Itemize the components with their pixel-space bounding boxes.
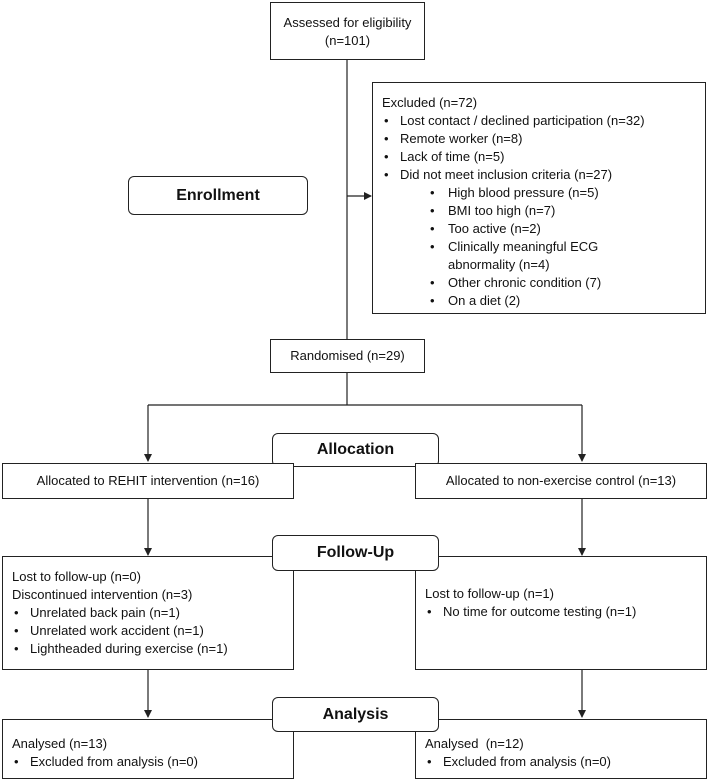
analysis-left-list: Excluded from analysis (n=0) (12, 753, 287, 771)
list-item: Excluded from analysis (n=0) (425, 753, 700, 771)
list-item: Remote worker (n=8) (382, 130, 699, 148)
followup-left-line: Discontinued intervention (n=3) (12, 587, 193, 602)
list-item: No time for outcome testing (n=1) (425, 603, 700, 621)
list-item: Excluded from analysis (n=0) (12, 753, 287, 771)
list-item: Unrelated back pain (n=1) (12, 604, 287, 622)
list-item: Too active (n=2) (382, 220, 662, 238)
assessed-label: Assessed for eligibility (283, 15, 412, 30)
stage-enrollment: Enrollment (128, 176, 308, 215)
stage-analysis: Analysis (272, 697, 439, 732)
list-item: Did not meet inclusion criteria (n=27) (382, 166, 699, 184)
excluded-list: Lost contact / declined participation (n… (382, 112, 699, 184)
list-item: Other chronic condition (7) (382, 274, 662, 292)
excluded-title: Excluded (n=72) (382, 95, 478, 110)
stage-followup: Follow-Up (272, 535, 439, 571)
list-item: Lost contact / declined participation (n… (382, 112, 699, 130)
excluded-sublist: High blood pressure (n=5) BMI too high (… (382, 184, 662, 310)
assessed-box: Assessed for eligibility (n=101) (270, 2, 425, 60)
followup-right-list: No time for outcome testing (n=1) (425, 603, 700, 621)
list-item: Clinically meaningful ECG abnormality (n… (382, 238, 662, 274)
followup-right-line: Lost to follow-up (n=1) (425, 586, 554, 601)
stage-allocation: Allocation (272, 433, 439, 467)
list-item: Unrelated work accident (n=1) (12, 622, 287, 640)
analysis-left-box: Analysed (n=13) Excluded from analysis (… (2, 719, 294, 779)
analysis-right-list: Excluded from analysis (n=0) (425, 753, 700, 771)
list-item: Lack of time (n=5) (382, 148, 699, 166)
excluded-box: Excluded (n=72) Lost contact / declined … (372, 82, 706, 314)
allocated-left-box: Allocated to REHIT intervention (n=16) (2, 463, 294, 499)
list-item: High blood pressure (n=5) (382, 184, 662, 202)
allocated-right-box: Allocated to non-exercise control (n=13) (415, 463, 707, 499)
list-item: BMI too high (n=7) (382, 202, 662, 220)
randomised-box: Randomised (n=29) (270, 339, 425, 373)
followup-right-box: Lost to follow-up (n=1) No time for outc… (415, 556, 707, 670)
assessed-count: (n=101) (324, 33, 371, 48)
list-item: On a diet (2) (382, 292, 662, 310)
analysis-right-box: Analysed (n=12) Excluded from analysis (… (415, 719, 707, 779)
followup-left-line: Lost to follow-up (n=0) (12, 569, 141, 584)
followup-left-list: Unrelated back pain (n=1) Unrelated work… (12, 604, 287, 658)
list-item: Lightheaded during exercise (n=1) (12, 640, 287, 658)
analysis-right-title: Analysed (n=12) (425, 736, 524, 751)
followup-left-box: Lost to follow-up (n=0) Discontinued int… (2, 556, 294, 670)
analysis-left-title: Analysed (n=13) (12, 736, 108, 751)
